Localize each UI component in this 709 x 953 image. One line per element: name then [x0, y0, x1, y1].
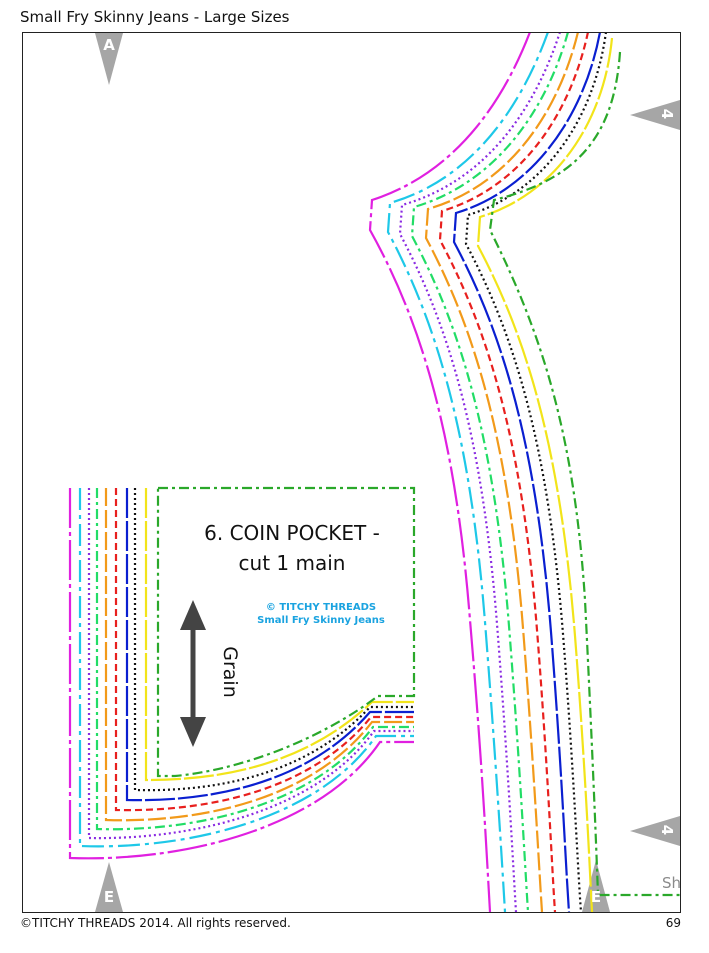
- copyright-line1: © TITCHY THREADS: [265, 602, 377, 613]
- coin-pocket-title: 6. COIN POCKET - cut 1 main: [172, 518, 412, 578]
- grain-arrow: [180, 600, 206, 747]
- leg-pattern-lines: [368, 33, 680, 912]
- marker-triangle-e-left: [95, 862, 123, 912]
- coin-pocket-title-line2: cut 1 main: [238, 551, 346, 575]
- footer-copyright: ©TITCHY THREADS 2014. All rights reserve…: [20, 916, 291, 930]
- marker-label-4-upper: 4: [658, 108, 676, 120]
- marker-triangle-e-right: [582, 860, 610, 912]
- copyright-line2: Small Fry Skinny Jeans: [257, 615, 385, 626]
- marker-triangle-a: [95, 33, 123, 85]
- page-title: Small Fry Skinny Jeans - Large Sizes: [20, 8, 290, 26]
- pattern-copyright-mark: © TITCHY THREADS Small Fry Skinny Jeans: [236, 601, 406, 627]
- marker-triangle-4-upper: [630, 100, 680, 130]
- marker-label-e-left: E: [103, 888, 115, 906]
- marker-label-a: A: [103, 36, 115, 54]
- coin-pocket-title-line1: 6. COIN POCKET -: [204, 521, 380, 545]
- page-frame: [22, 32, 681, 913]
- page-number: 69: [665, 916, 681, 930]
- coin-pocket-lines: [68, 486, 416, 860]
- marker-label-4-lower: 4: [658, 824, 676, 836]
- grain-label: Grain: [219, 646, 241, 698]
- marker-label-e-right: E: [590, 888, 602, 906]
- alignment-markers: [95, 33, 680, 912]
- marker-triangle-4-lower: [630, 816, 680, 846]
- edge-label-fragment: Sh: [662, 874, 682, 892]
